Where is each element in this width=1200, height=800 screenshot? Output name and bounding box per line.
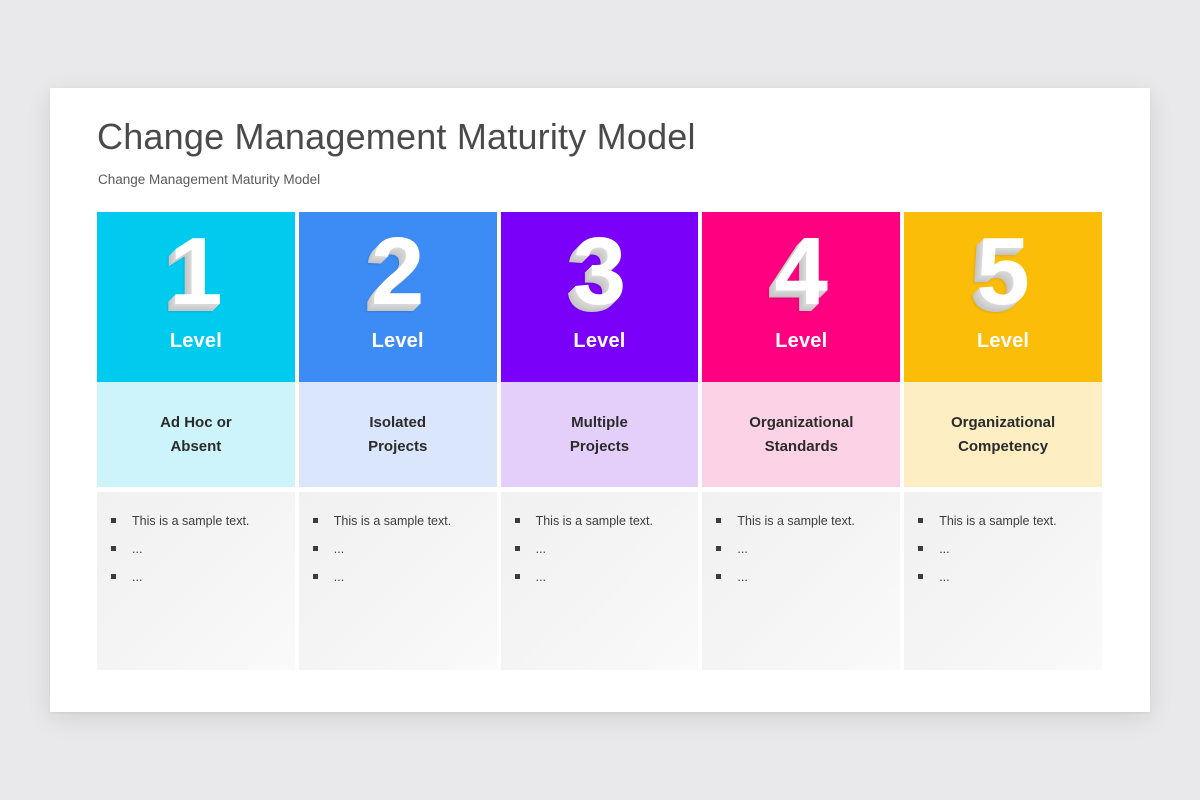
bullet-text: ... [939, 570, 950, 584]
level-word-label: Level [371, 330, 424, 352]
level-description-panel[interactable]: This is a sample text....... [500, 492, 699, 670]
list-item[interactable]: ... [111, 542, 283, 557]
description-bullet-list: This is a sample text....... [111, 514, 283, 585]
bullet-text: ... [132, 542, 143, 556]
stage-name-band[interactable]: Isolated Projects [298, 382, 497, 487]
page-subtitle: Change Management Maturity Model [98, 172, 321, 187]
bullet-text: ... [132, 570, 143, 584]
level-description-panel[interactable]: This is a sample text....... [97, 492, 295, 670]
bullet-text: ... [939, 542, 950, 556]
stage-name-label: Organizational Standards [749, 413, 854, 455]
list-item[interactable]: ... [918, 570, 1090, 585]
square-bullet-icon [312, 518, 318, 523]
bullet-text: ... [737, 542, 748, 556]
stage-name-label: Ad Hoc or Absent [160, 413, 232, 455]
description-bullet-list: This is a sample text....... [514, 514, 687, 585]
level-number: 3 [572, 218, 627, 325]
bullet-text: This is a sample text. [737, 514, 855, 528]
list-item[interactable]: This is a sample text. [111, 514, 283, 529]
level-number: 5 [976, 218, 1030, 325]
description-bullet-list: This is a sample text....... [918, 514, 1090, 585]
square-bullet-icon [918, 518, 924, 523]
square-bullet-icon [716, 518, 722, 523]
list-item[interactable]: ... [514, 542, 687, 557]
level-word-label: Level [775, 330, 828, 352]
list-item[interactable]: ... [312, 570, 485, 585]
level-description-panel[interactable]: This is a sample text....... [702, 492, 901, 670]
list-item[interactable]: ... [716, 542, 888, 557]
square-bullet-icon [514, 546, 520, 551]
list-item[interactable]: This is a sample text. [716, 514, 888, 529]
list-item[interactable]: ... [918, 542, 1090, 557]
page-title: Change Management Maturity Model [97, 116, 696, 157]
list-item[interactable]: ... [716, 570, 888, 585]
square-bullet-icon [918, 574, 924, 579]
bullet-text: This is a sample text. [333, 514, 452, 528]
bullet-text: ... [333, 542, 345, 556]
square-bullet-icon [514, 518, 520, 523]
level-word-label: Level [977, 330, 1030, 352]
square-bullet-icon [918, 546, 924, 551]
square-bullet-icon [111, 546, 116, 551]
bullet-text: ... [737, 570, 748, 584]
level-number: 2 [371, 218, 425, 325]
slide-canvas: Change Management Maturity Model Change … [50, 88, 1150, 712]
level-number: 4 [774, 218, 828, 325]
list-item[interactable]: This is a sample text. [312, 514, 485, 529]
stage-name-band[interactable]: Organizational Competency [904, 382, 1102, 487]
level-word-label: Level [573, 330, 626, 352]
square-bullet-icon [514, 574, 520, 579]
level-number: 1 [169, 218, 223, 325]
square-bullet-icon [111, 518, 116, 523]
stage-name-label: Isolated Projects [368, 413, 428, 455]
level-word-label: Level [169, 330, 222, 352]
list-item[interactable]: This is a sample text. [514, 514, 687, 529]
bullet-text: This is a sample text. [132, 514, 250, 528]
bullet-text: This is a sample text. [939, 514, 1057, 528]
square-bullet-icon [312, 574, 318, 579]
stage-name-label: Organizational Competency [950, 413, 1056, 455]
description-bullet-list: This is a sample text....... [312, 514, 485, 585]
list-item[interactable]: ... [111, 570, 283, 585]
stage-name-label: Multiple Projects [569, 413, 630, 455]
level-description-panel[interactable]: This is a sample text....... [904, 492, 1102, 670]
square-bullet-icon [111, 574, 116, 579]
square-bullet-icon [312, 546, 318, 551]
stage-name-band[interactable]: Ad Hoc or Absent [97, 382, 295, 487]
bullet-text: ... [535, 570, 547, 584]
list-item[interactable]: This is a sample text. [918, 514, 1090, 529]
level-description-panel[interactable]: This is a sample text....... [298, 492, 497, 670]
bullet-text: This is a sample text. [535, 514, 653, 528]
description-bullet-list: This is a sample text....... [716, 514, 888, 585]
list-item[interactable]: ... [514, 570, 687, 585]
stage-name-band[interactable]: Organizational Standards [702, 382, 901, 487]
bullet-text: ... [535, 542, 547, 556]
square-bullet-icon [716, 574, 722, 579]
bullet-text: ... [333, 570, 345, 584]
square-bullet-icon [716, 546, 722, 551]
stage-name-band[interactable]: Multiple Projects [500, 382, 699, 487]
list-item[interactable]: ... [312, 542, 485, 557]
